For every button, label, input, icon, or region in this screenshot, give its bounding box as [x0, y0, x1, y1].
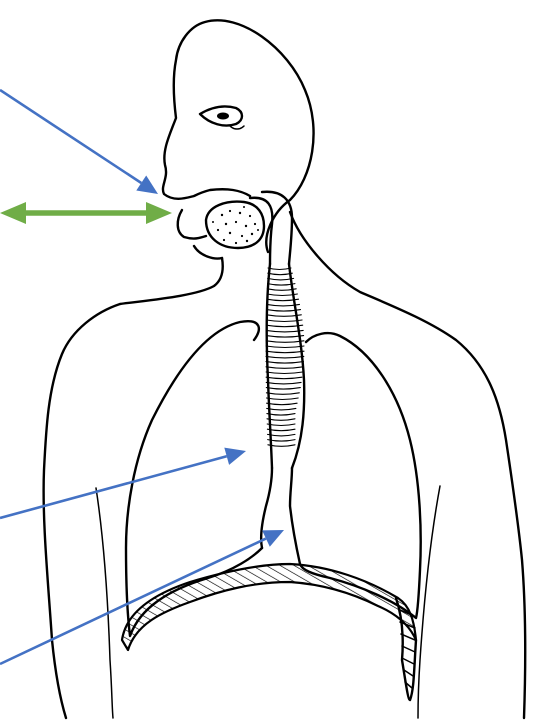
trachea-ring — [266, 377, 302, 379]
left-shoulder-outline — [44, 258, 223, 718]
nose-arrow-shaft — [0, 90, 141, 183]
trachea-ring — [267, 289, 296, 291]
eye — [200, 106, 244, 129]
trachea-cartilage-rings — [266, 268, 304, 446]
trachea-ring — [266, 393, 299, 395]
trachea-ring — [267, 408, 296, 410]
trachea-ring — [266, 367, 303, 369]
trachea-ring — [267, 429, 295, 431]
trachea-arrow-shaft — [0, 456, 227, 518]
trachea-ring — [266, 372, 303, 374]
trachea-ring — [266, 320, 302, 322]
trachea-ring — [266, 330, 303, 332]
trachea-ring — [268, 445, 295, 447]
trachea-ring — [267, 419, 295, 421]
mouth-arrow-tail-head — [0, 202, 26, 224]
tongue-texture — [212, 206, 259, 244]
trachea-ring — [267, 304, 300, 306]
trachea-ring — [266, 346, 304, 348]
trachea-ring — [266, 351, 304, 353]
mouth-arrow-head — [146, 202, 172, 224]
diaphragm-band — [122, 564, 416, 650]
trachea-ring — [266, 325, 302, 327]
trachea — [266, 264, 304, 468]
trachea-ring — [267, 299, 299, 301]
oral-cavity — [206, 192, 292, 264]
trachea-ring — [266, 382, 301, 384]
eye-lower-mark — [230, 126, 244, 129]
trachea-ring — [267, 414, 295, 416]
trachea-ring — [268, 284, 295, 286]
trachea-ring — [266, 362, 304, 364]
left-arm-line — [96, 488, 113, 718]
trachea-ring — [267, 310, 301, 312]
bronchus-arrow-shaft — [0, 539, 266, 664]
throat-outline — [194, 246, 222, 259]
trachea-ring — [267, 315, 302, 317]
right-shoulder-outline — [290, 212, 525, 718]
trachea-ring — [268, 278, 294, 280]
trachea-ring — [267, 424, 295, 426]
trachea-ring — [267, 403, 298, 405]
trachea-ring — [266, 336, 303, 338]
trachea-ring — [268, 434, 296, 436]
trachea-ring — [267, 398, 299, 400]
trachea-arrow-head — [224, 448, 246, 465]
right-airway-wall — [290, 468, 300, 564]
trachea-ring — [268, 268, 291, 270]
trachea-ring — [268, 273, 293, 275]
trachea-ring — [267, 294, 297, 296]
trachea-ring — [268, 440, 295, 442]
trachea-ring — [266, 388, 300, 390]
body-outline — [44, 20, 526, 718]
upper-lip-and-jaw-outline — [178, 210, 206, 239]
eye-pupil — [217, 113, 229, 120]
trachea-ring — [266, 341, 304, 343]
trachea-ring — [266, 356, 304, 358]
bronchi — [261, 468, 300, 564]
nose-arrow-head — [136, 176, 158, 195]
